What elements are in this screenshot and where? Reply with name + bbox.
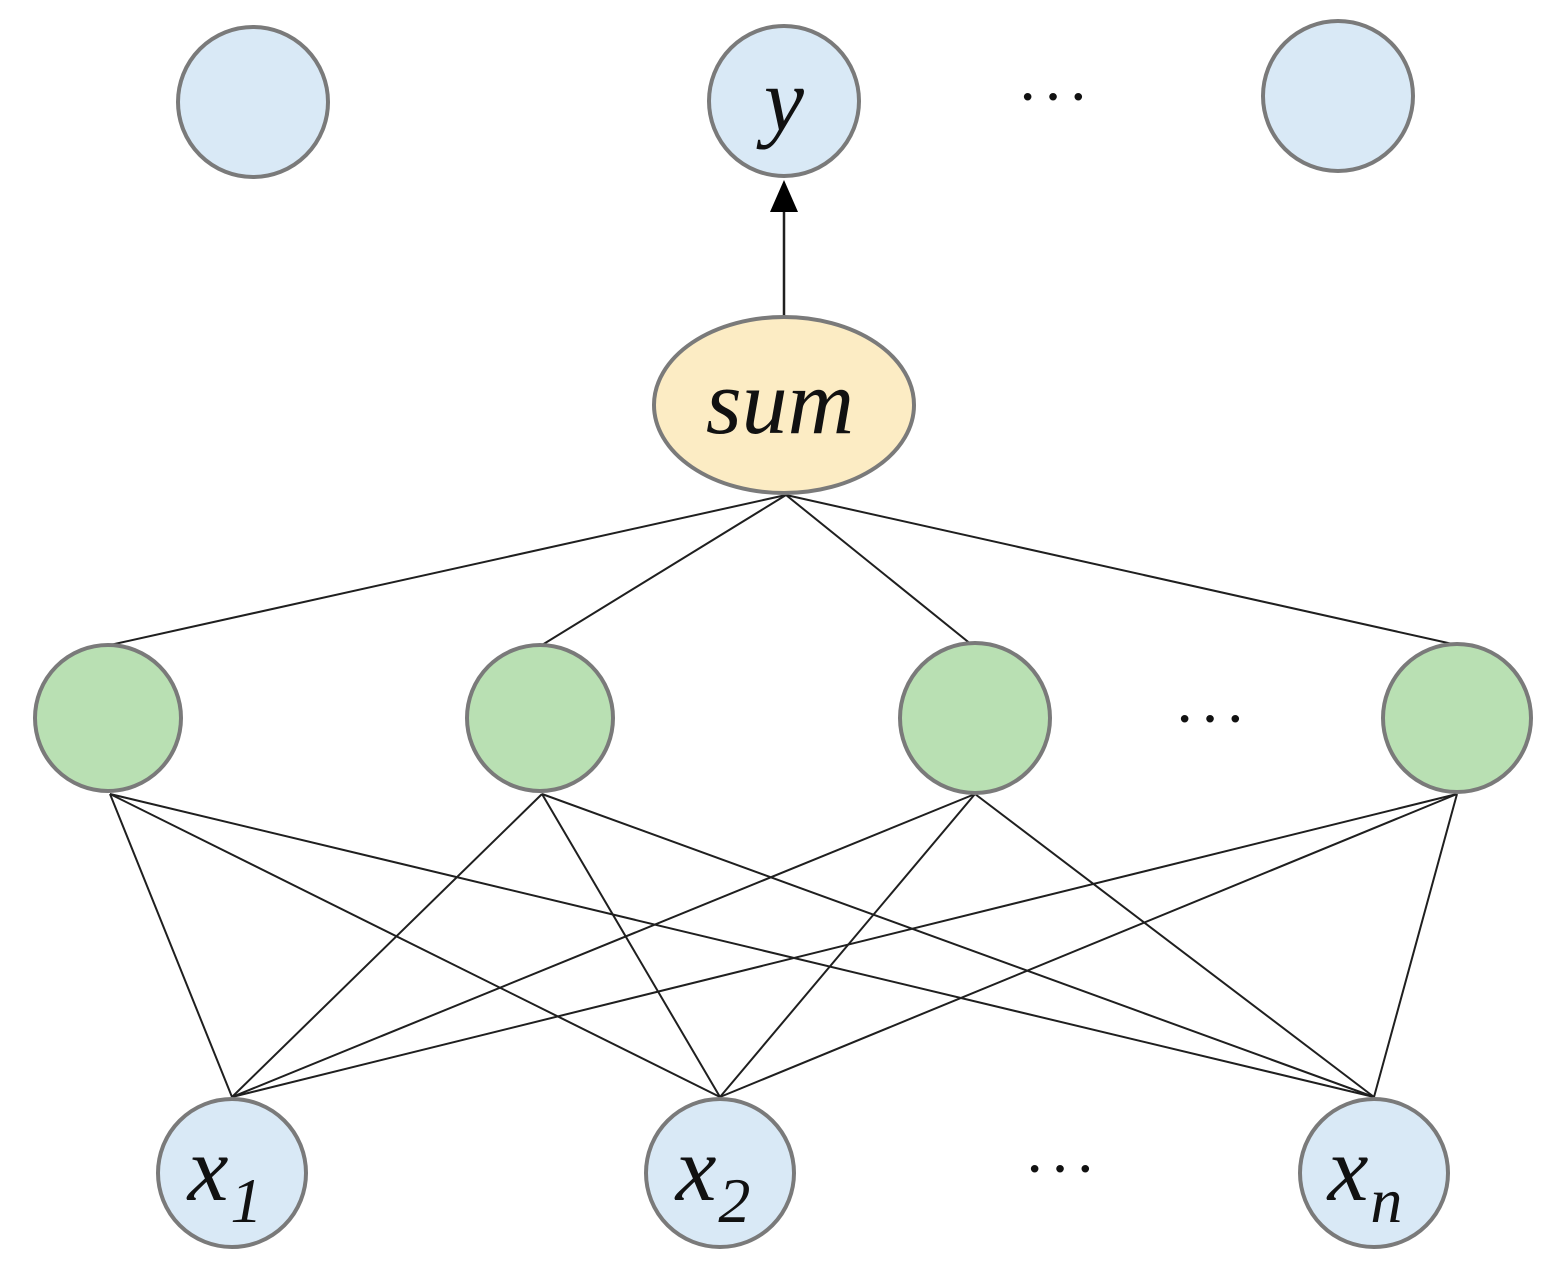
input-x1-label: x1 bbox=[186, 1118, 263, 1236]
input-x1-base: x bbox=[186, 1118, 229, 1220]
edge-hidden-4-sum bbox=[785, 494, 1458, 646]
input-x2-label: x2 bbox=[674, 1118, 751, 1236]
input-x2-base: x bbox=[674, 1118, 717, 1220]
input-layer: x1 x2 ··· xn bbox=[156, 1097, 1450, 1249]
edge-xn-hidden-1 bbox=[109, 793, 1375, 1098]
edge-x2-hidden-2 bbox=[541, 793, 721, 1098]
input-xn-sub: n bbox=[1370, 1165, 1402, 1236]
edge-x2-hidden-4 bbox=[719, 793, 1458, 1098]
hidden-layer: ··· bbox=[33, 641, 1533, 795]
input-ellipsis: ··· bbox=[1024, 1133, 1100, 1204]
edge-x1-hidden-3 bbox=[231, 793, 976, 1098]
hidden-to-sum-edges bbox=[109, 494, 1458, 646]
hidden-node-4 bbox=[1381, 642, 1533, 794]
output-node-y bbox=[707, 24, 861, 178]
edge-hidden-1-sum bbox=[109, 494, 787, 646]
hidden-node-2 bbox=[465, 643, 615, 793]
sum-to-y-arrow bbox=[770, 180, 798, 318]
output-layer: y ··· bbox=[176, 19, 1415, 179]
edge-x1-hidden-2 bbox=[231, 793, 543, 1098]
edge-xn-hidden-2 bbox=[541, 793, 1375, 1098]
edge-x2-hidden-3 bbox=[719, 793, 976, 1098]
sum-label: sum bbox=[706, 351, 854, 453]
sum-node: sum bbox=[652, 315, 916, 495]
input-node-x2 bbox=[644, 1097, 796, 1249]
sum-ellipse bbox=[652, 315, 916, 495]
input-to-hidden-edges bbox=[109, 793, 1458, 1098]
input-node-x1 bbox=[156, 1097, 308, 1249]
edge-x1-hidden-1 bbox=[109, 793, 233, 1098]
edge-xn-hidden-3 bbox=[974, 793, 1375, 1098]
output-node-last bbox=[1261, 19, 1415, 173]
output-node-1 bbox=[176, 25, 330, 179]
edge-x1-hidden-4 bbox=[231, 793, 1458, 1098]
arrow-head bbox=[770, 180, 798, 212]
edge-hidden-3-sum bbox=[785, 494, 973, 646]
edge-x2-hidden-1 bbox=[109, 793, 721, 1098]
edge-xn-hidden-4 bbox=[1373, 793, 1458, 1098]
hidden-ellipsis: ··· bbox=[1174, 683, 1250, 754]
hidden-node-3 bbox=[898, 641, 1052, 795]
edge-hidden-2-sum bbox=[541, 494, 787, 646]
hidden-node-1 bbox=[33, 643, 183, 793]
input-xn-label: xn bbox=[1326, 1118, 1403, 1236]
input-x1-sub: 1 bbox=[230, 1165, 262, 1236]
output-ellipsis: ··· bbox=[1017, 61, 1093, 132]
input-x2-sub: 2 bbox=[718, 1165, 750, 1236]
input-xn-base: x bbox=[1326, 1118, 1369, 1220]
output-y-label: y bbox=[756, 51, 804, 150]
input-node-xn bbox=[1298, 1097, 1450, 1249]
